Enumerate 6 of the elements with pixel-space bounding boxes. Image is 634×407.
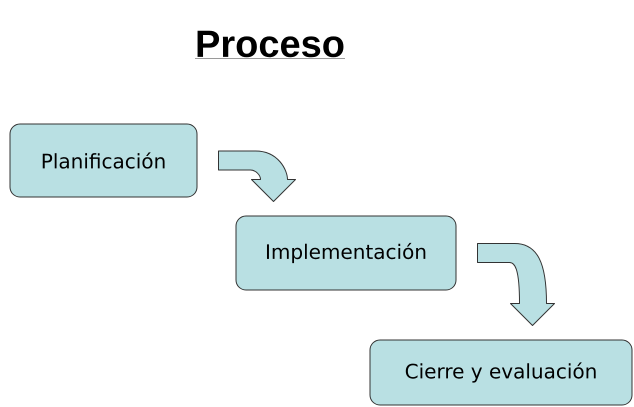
process-box: Implementación [236,216,456,290]
process-box: Planificación [10,124,198,198]
bent-arrow [218,150,296,202]
bent-arrow [477,243,555,326]
title: Proceso [194,30,346,59]
process-box: Cierre y evaluación [370,340,632,406]
